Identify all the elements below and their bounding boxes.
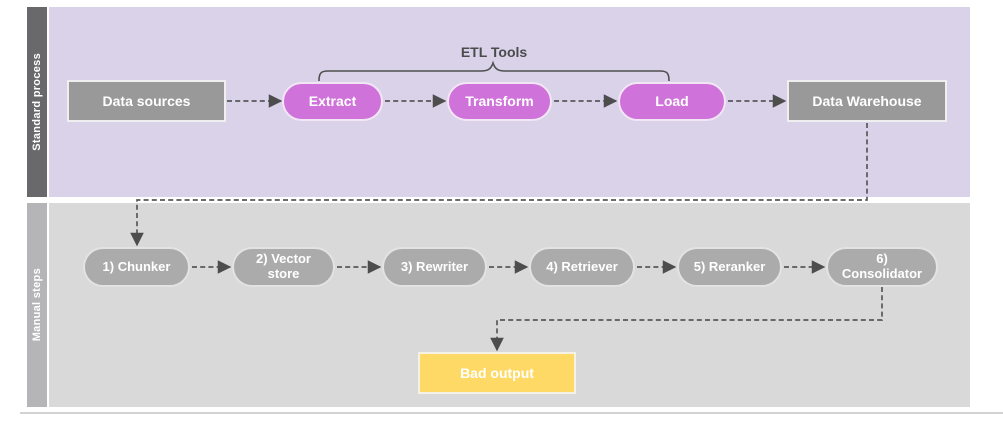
- node-retriever: 4) Retriever: [529, 247, 635, 287]
- node-rewriter: 3) Rewriter: [382, 247, 487, 287]
- lane-standard-process-label: Standard process: [31, 53, 43, 151]
- node-extract: Extract: [282, 82, 383, 121]
- etl-tools-caption: ETL Tools: [460, 44, 528, 60]
- node-consolidator: 6) Consolidator: [826, 247, 938, 287]
- node-load: Load: [618, 82, 726, 121]
- lane-manual-steps-label: Manual steps: [31, 268, 43, 342]
- lane-standard-process-header: Standard process: [27, 7, 47, 197]
- node-reranker: 5) Reranker: [677, 247, 782, 287]
- node-data-sources: Data sources: [67, 80, 226, 122]
- node-data-warehouse: Data Warehouse: [787, 80, 947, 122]
- node-chunker: 1) Chunker: [83, 247, 190, 287]
- bottom-divider: [20, 412, 1003, 414]
- node-transform: Transform: [447, 82, 552, 121]
- node-vector-store: 2) Vector store: [232, 247, 335, 287]
- lane-manual-steps-header: Manual steps: [27, 203, 47, 407]
- node-bad-output: Bad output: [418, 352, 576, 394]
